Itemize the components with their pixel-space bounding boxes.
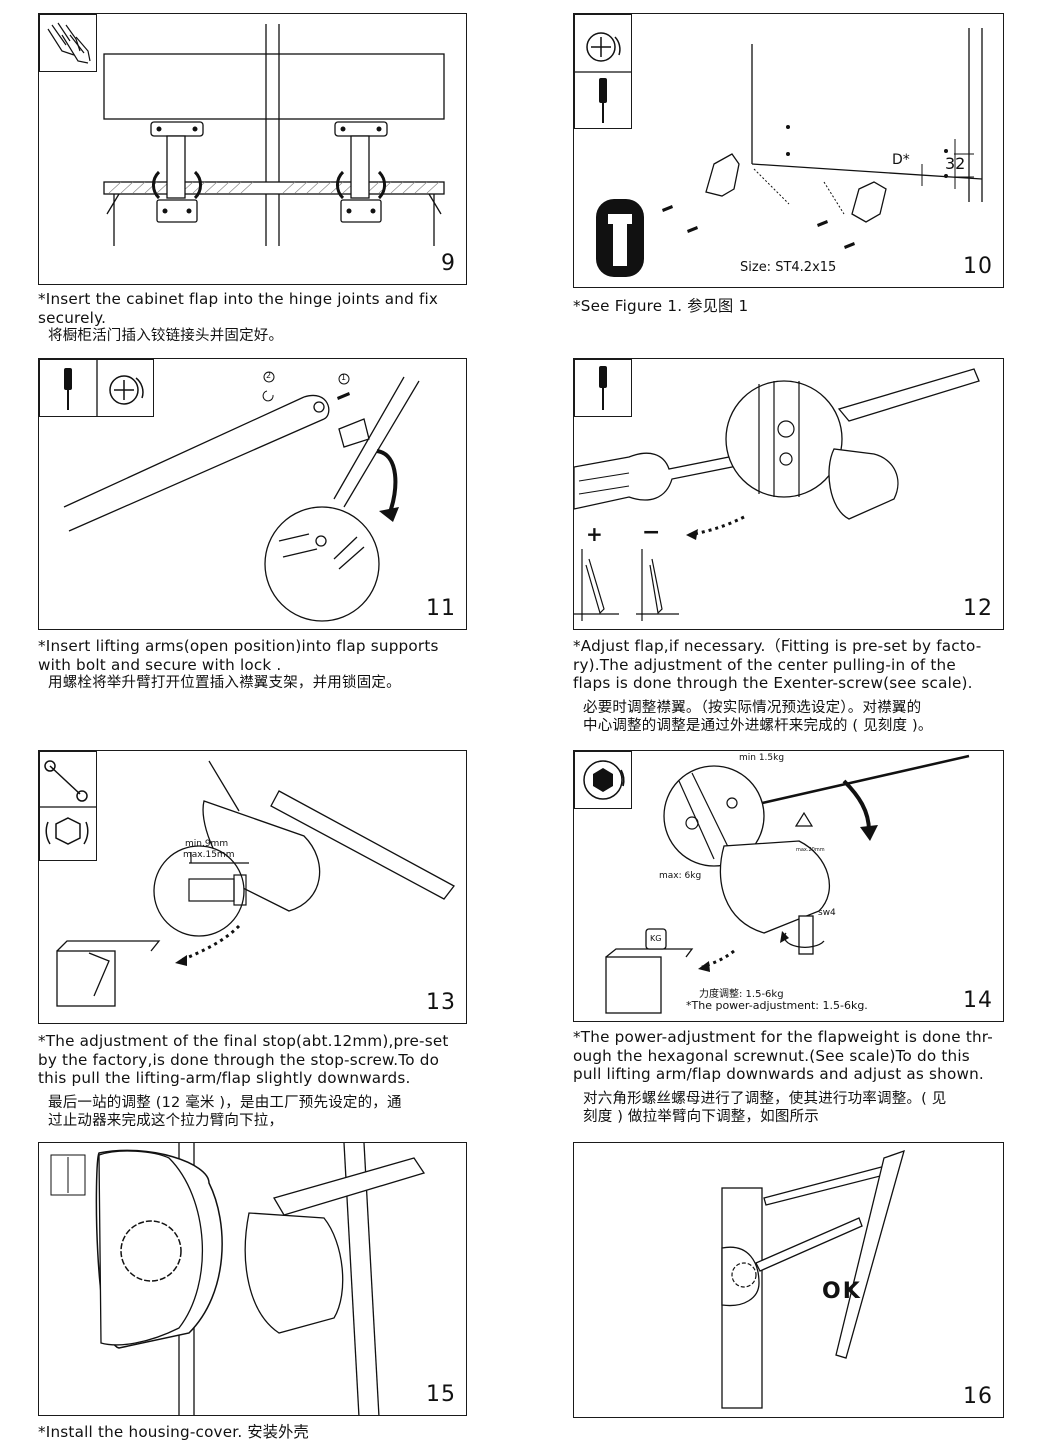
- step-number: 12: [963, 596, 993, 621]
- marker-2: 2: [266, 371, 272, 380]
- caption-en-line: flaps is done through the Exenter-screw(…: [573, 674, 973, 692]
- step-12-illustration: [574, 368, 980, 621]
- step-number: 14: [963, 988, 993, 1013]
- caption-en-line: *The adjustment of the final stop(abt.12…: [38, 1032, 449, 1050]
- step-number: 13: [426, 990, 456, 1015]
- step-10-panel: D* 32 Size: ST4.2x15 10: [573, 13, 1004, 288]
- caption-en-line: *Adjust flap,if necessary.（Fitting is pr…: [573, 637, 982, 655]
- step-9-panel: 9: [38, 13, 467, 285]
- ok-label: OK: [822, 1279, 862, 1304]
- wrench-icon: [40, 760, 96, 845]
- caption-cn-line: 对六角形螺丝螺母进行了调整，使其进行功率调整。( 见: [583, 1090, 947, 1107]
- caption-en-line: *See Figure 1. 参见图 1: [573, 297, 749, 315]
- step-10-illustration: [596, 28, 983, 277]
- power-adjust-cn: 力度调整: 1.5-6kg: [699, 989, 784, 1000]
- step-13-panel: min.9mm max.15mm 13: [38, 750, 467, 1024]
- step-15-caption: *Install the housing-cover. 安装外壳: [38, 1423, 309, 1442]
- step-number: 11: [426, 596, 456, 621]
- dimension-32-label: 32: [945, 154, 966, 173]
- caption-cn: 用螺栓将举升臂打开位置插入襟翼支架，并用锁固定。: [48, 675, 401, 691]
- step-16-illustration: [721, 1149, 905, 1409]
- screwdriver-icon: [64, 360, 144, 416]
- step-15-panel: 15: [38, 1142, 467, 1416]
- tool-icon-box: [574, 751, 632, 809]
- screw-size-label: Size: ST4.2x15: [740, 260, 837, 275]
- step-number: 16: [963, 1384, 993, 1409]
- tool-icon-box: [39, 751, 97, 861]
- sw4-label: sw4: [818, 908, 836, 918]
- step-number: 9: [441, 251, 456, 276]
- step-14-illustration: [605, 754, 970, 1014]
- screwdriver-icon: [575, 32, 631, 123]
- caption-en-line: by the factory,is done through the stop-…: [38, 1050, 440, 1069]
- hands-icon: [47, 22, 91, 64]
- marker-1: 1: [341, 373, 347, 382]
- caption-en-line: *Insert the cabinet flap into the hinge …: [38, 290, 439, 308]
- step-13-illustration: [56, 760, 455, 1007]
- caption-cn-line: 过止动器来完成这个拉力臂向下拉，: [48, 1113, 284, 1129]
- step-number: 10: [963, 254, 993, 279]
- caption-en-line: *Install the housing-cover. 安装外壳: [38, 1423, 309, 1441]
- caption-en-line: pull lifting arm/flap downwards and adju…: [573, 1065, 984, 1083]
- step-11-illustration: [63, 371, 420, 622]
- caption-en-line: securely.: [38, 308, 107, 327]
- step-13-caption: *The adjustment of the final stop(abt.12…: [38, 1032, 449, 1131]
- caption-cn: 将橱柜活门插入铰链接头并固定好。: [48, 328, 284, 344]
- step-11-caption: *Insert lifting arms(open position)into …: [38, 637, 439, 693]
- step-11-panel: 2 1 11: [38, 358, 467, 630]
- max-15mm-label: max.15mm: [183, 850, 235, 860]
- tool-icon-box: [39, 359, 154, 417]
- caption-en-line: ry).The adjustment of the center pulling…: [573, 655, 956, 674]
- screwdriver-icon: [599, 366, 607, 410]
- step-12-caption: *Adjust flap,if necessary.（Fitting is pr…: [573, 637, 981, 736]
- step-14-panel: min 1.5kg max: 6kg max.20mm sw4 KG 力度调整:…: [573, 750, 1004, 1022]
- caption-en-line: with bolt and secure with lock .: [38, 655, 282, 674]
- step-12-panel: + − 12: [573, 358, 1004, 630]
- d-star-label: D*: [892, 152, 910, 168]
- plus-sign: +: [586, 522, 603, 546]
- step-number: 15: [426, 1382, 456, 1407]
- step-16-panel: OK 16: [573, 1142, 1004, 1418]
- step-9-caption: *Insert the cabinet flap into the hinge …: [38, 290, 438, 346]
- hex-nut-icon: [583, 760, 625, 800]
- caption-cn-line: 刻度 ) 做拉举臂向下调整，如图所示: [583, 1109, 819, 1125]
- caption-en-line: ough the hexagonal screwnut.(See scale)T…: [573, 1046, 970, 1065]
- min-9mm-label: min.9mm: [185, 839, 229, 849]
- tool-icon-box: [574, 359, 632, 417]
- minus-sign: −: [642, 520, 661, 545]
- tool-icon-box: [574, 14, 632, 129]
- weight-label: KG: [650, 934, 662, 943]
- max-20mm-label: max.20mm: [796, 847, 825, 853]
- caption-en-line: *Insert lifting arms(open position)into …: [38, 637, 439, 655]
- caption-cn-line: 最后一站的调整 (12 毫米 )，是由工厂预先设定的，通: [48, 1094, 402, 1111]
- step-9-illustration: [103, 24, 445, 246]
- min-kg-label: min 1.5kg: [739, 753, 785, 763]
- max-kg-label: max: 6kg: [659, 871, 702, 881]
- caption-cn-line: 必要时调整襟翼。（按实际情况预选设定）。对襟翼的: [583, 699, 922, 716]
- hands-icon-box: [39, 14, 97, 72]
- power-adjust-en: *The power-adjustment: 1.5-6kg.: [686, 999, 868, 1012]
- step-14-caption: *The power-adjustment for the flapweight…: [573, 1028, 993, 1127]
- caption-cn-line: 中心调整的调整是通过外进螺杆来完成的 ( 见刻度 )。: [583, 718, 933, 734]
- caption-en-line: this pull the lifting-arm/flap slightly …: [38, 1069, 411, 1087]
- step-15-illustration: [50, 1143, 426, 1415]
- step-10-caption: *See Figure 1. 参见图 1: [573, 297, 748, 316]
- caption-en-line: *The power-adjustment for the flapweight…: [573, 1028, 993, 1046]
